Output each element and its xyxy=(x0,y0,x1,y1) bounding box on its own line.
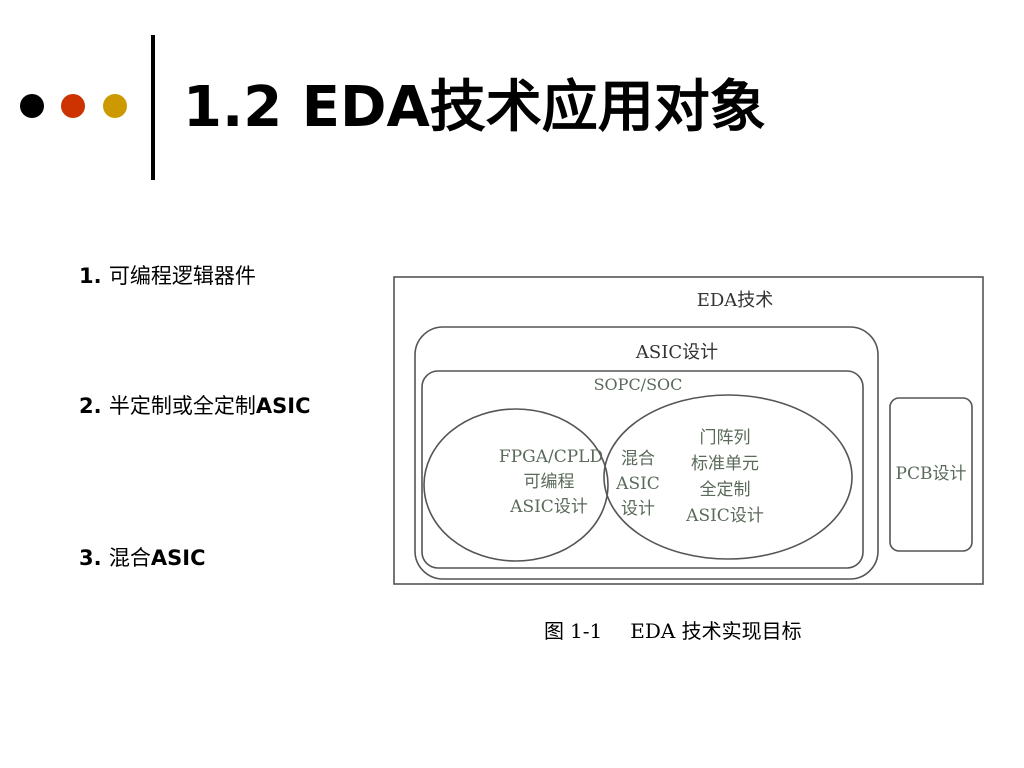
list-item-number: 2. xyxy=(79,394,102,418)
left-line-3: ASIC设计 xyxy=(509,497,588,517)
list-item-latin: ASIC xyxy=(255,394,311,418)
gate-array-ellipse xyxy=(603,394,853,560)
bullet-dot-black-icon xyxy=(20,94,44,118)
list-item: 2. 半定制或全定制ASIC xyxy=(79,392,311,420)
list-item-number: 1. xyxy=(79,264,102,288)
eda-diagram: EDA技术 ASIC设计 SOPC/SOC FPGA/CPLD 可编程 ASIC… xyxy=(393,276,984,585)
list-item-text: 可编程逻辑器件 xyxy=(108,264,256,288)
pcb-design-label: PCB设计 xyxy=(896,464,967,484)
list-item-text: 半定制或全定制 xyxy=(108,394,256,418)
bullet-dot-gold-icon xyxy=(103,94,127,118)
right-line-4: ASIC设计 xyxy=(685,506,764,526)
list-item-number: 3. xyxy=(79,546,102,570)
asic-design-label: ASIC设计 xyxy=(635,342,718,363)
caption-text: EDA 技术实现目标 xyxy=(630,619,802,643)
right-line-2: 标准单元 xyxy=(691,454,759,474)
left-line-2: 可编程 xyxy=(524,472,575,492)
list-item-text: 混合 xyxy=(108,546,151,570)
slide-title: 1.2 EDA技术应用对象 xyxy=(183,75,766,140)
middle-line-3: 设计 xyxy=(621,499,655,519)
caption-prefix: 图 xyxy=(544,619,564,643)
right-line-3: 全定制 xyxy=(700,480,751,500)
right-line-1: 门阵列 xyxy=(700,428,751,448)
middle-line-1: 混合 xyxy=(621,449,655,469)
caption-number: 1-1 xyxy=(570,619,603,643)
sopc-soc-label: SOPC/SOC xyxy=(594,375,683,394)
list-item: 1. 可编程逻辑器件 xyxy=(79,262,256,290)
bullet-dot-red-icon xyxy=(61,94,85,118)
fpga-ellipse xyxy=(423,408,609,562)
eda-tech-label: EDA技术 xyxy=(697,290,774,311)
list-item-latin: ASIC xyxy=(150,546,206,570)
left-line-1: FPGA/CPLD xyxy=(499,447,603,467)
pcb-design-box xyxy=(889,397,973,552)
title-divider xyxy=(151,35,155,180)
list-item: 3. 混合ASIC xyxy=(79,544,206,572)
middle-line-2: ASIC xyxy=(615,474,660,494)
sopc-soc-box xyxy=(421,370,864,569)
asic-design-box xyxy=(414,326,879,580)
eda-outer-box xyxy=(393,276,984,585)
